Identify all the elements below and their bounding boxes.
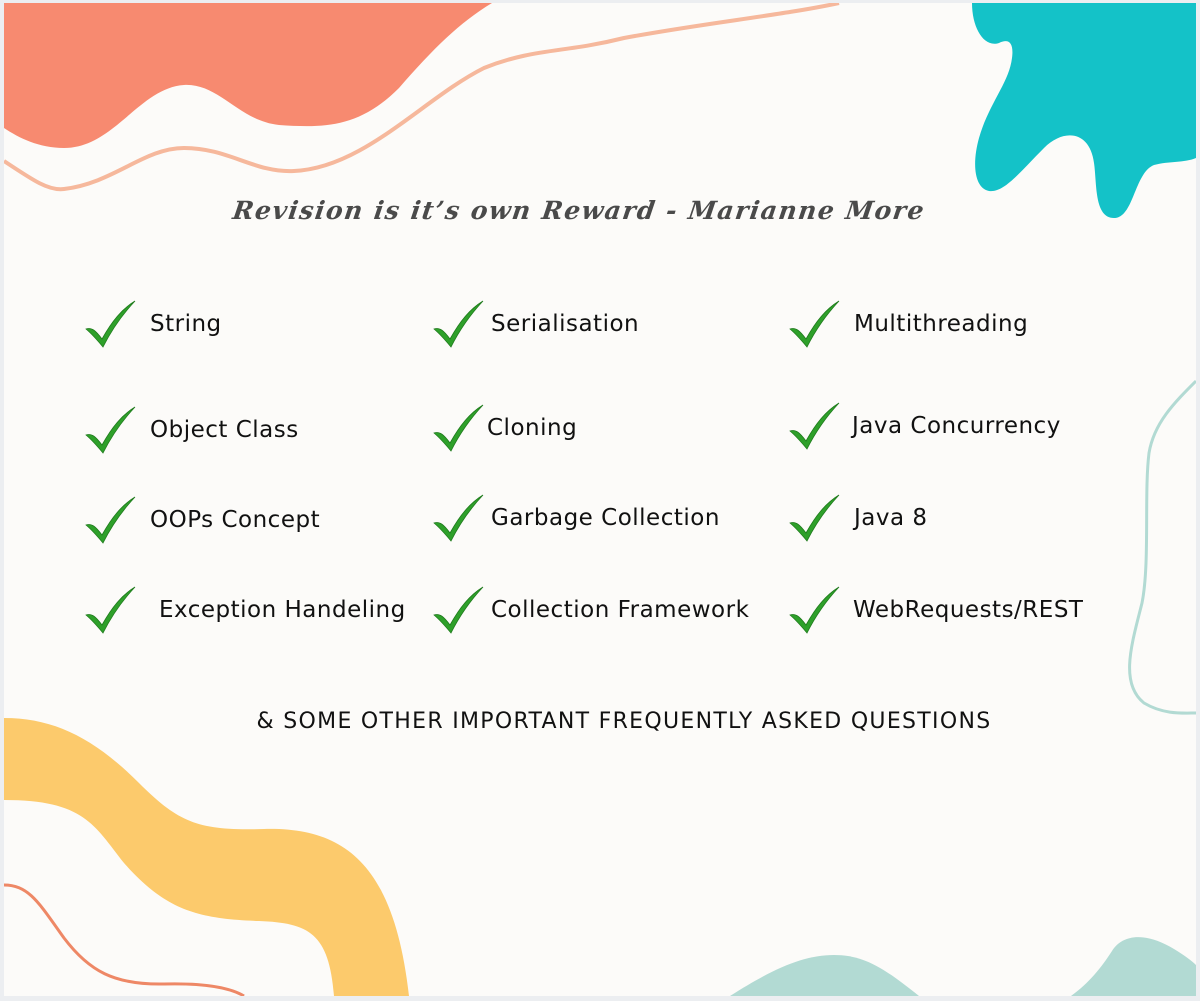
slide-canvas: Revision is it’s own Reward - Marianne M… — [4, 3, 1196, 996]
mint-hill-right — [1071, 937, 1196, 996]
check-icon — [789, 300, 840, 348]
check-icon — [433, 494, 484, 542]
check-icon — [789, 402, 840, 450]
topic-label: Java Concurrency — [852, 413, 1061, 439]
teal-blob — [972, 3, 1196, 218]
coral-blob — [4, 3, 492, 148]
check-icon — [85, 586, 136, 634]
check-icon — [433, 586, 484, 634]
topic-item-9 — [84, 585, 136, 635]
check-icon — [433, 300, 484, 348]
topic-item-2 — [788, 299, 840, 349]
topic-item-3 — [84, 405, 136, 455]
footer-note: & SOME OTHER IMPORTANT FREQUENTLY ASKED … — [256, 709, 992, 734]
decorative-shapes — [4, 3, 1196, 996]
topic-item-6 — [84, 495, 136, 545]
topic-label: Multithreading — [854, 311, 1029, 337]
topic-item-5 — [788, 401, 840, 451]
topic-label: WebRequests/REST — [853, 597, 1084, 623]
topic-item-10 — [432, 585, 484, 635]
check-icon — [85, 496, 136, 544]
red-wave-line — [4, 883, 245, 996]
mint-hill-left — [730, 955, 919, 996]
topic-item-8 — [788, 493, 840, 543]
topic-item-11 — [788, 585, 840, 635]
check-icon — [789, 586, 840, 634]
topic-item-4 — [432, 403, 484, 453]
check-icon — [433, 404, 484, 452]
topic-label: OOPs Concept — [150, 507, 321, 533]
quote-heading: Revision is it’s own Reward - Marianne M… — [230, 196, 928, 225]
topic-label: Collection Framework — [491, 597, 750, 623]
mint-wave-line — [1128, 379, 1196, 715]
topic-label: String — [150, 311, 222, 337]
coral-wave-line — [4, 3, 840, 192]
topic-item-0 — [84, 299, 136, 349]
topic-label: Cloning — [487, 415, 578, 441]
check-icon — [789, 494, 840, 542]
topic-label: Java 8 — [854, 505, 928, 531]
topic-label: Exception Handeling — [159, 597, 406, 623]
topic-item-7 — [432, 493, 484, 543]
check-icon — [85, 300, 136, 348]
topic-item-1 — [432, 299, 484, 349]
topic-label: Object Class — [150, 417, 299, 443]
topic-label: Serialisation — [491, 311, 640, 337]
check-icon — [85, 406, 136, 454]
yellow-band — [4, 718, 409, 996]
topic-label: Garbage Collection — [491, 505, 720, 531]
